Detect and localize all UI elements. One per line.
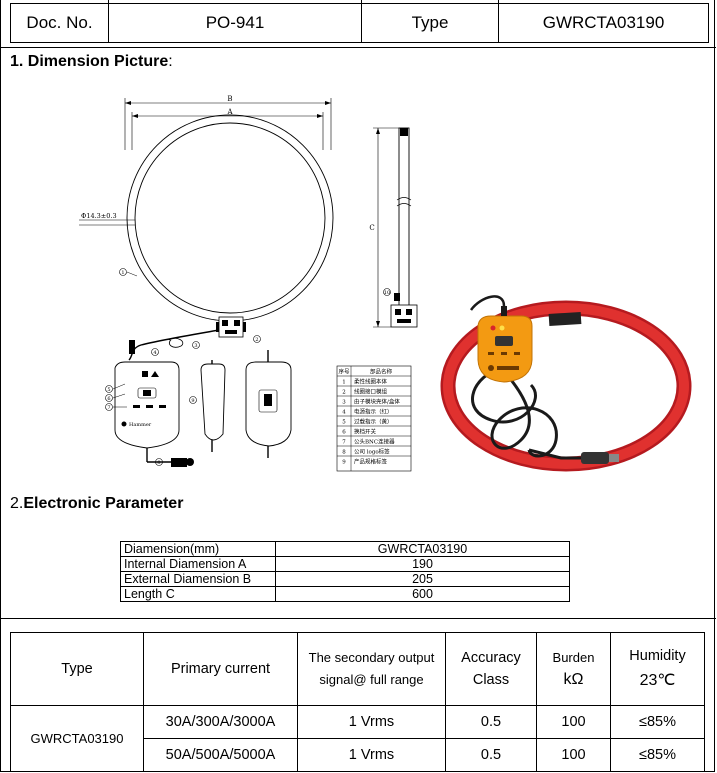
divider: [1, 618, 716, 619]
header-tick: [361, 0, 362, 3]
table-row: GWRCTA03190 30A/300A/3000A 1 Vrms 0.5 10…: [10, 705, 705, 772]
header-tick: [108, 0, 109, 3]
doc-no-label: Doc. No.: [11, 4, 109, 42]
spec-head-accuracy-line2: Class: [472, 672, 510, 688]
table-row: 50A/500A/5000A 1 Vrms 0.5 100 ≤85%: [11, 738, 705, 772]
parts-row-name: 柔性线圈本体: [354, 378, 388, 386]
dim-row-label: Internal Diamension A: [120, 556, 276, 572]
parts-head-name: 部品名称: [370, 368, 393, 376]
spec-secondary: 1 Vrms: [297, 705, 446, 739]
product-photo: [440, 295, 692, 472]
spec-head-humidity-line2: 23℃: [639, 672, 676, 689]
dimension-drawing: B A Φ14.3±0.3 1 2 3 4: [79, 95, 418, 472]
header-tick: [498, 0, 499, 3]
spec-primary: 50A/500A/5000A: [143, 738, 298, 772]
spec-head-secondary-line2: signal@ full range: [319, 672, 424, 687]
spec-type-value: GWRCTA03190: [10, 705, 144, 772]
divider: [1, 47, 716, 48]
spec-accuracy: 0.5: [445, 738, 537, 772]
section-1-colon: :: [168, 53, 173, 70]
callout-7: 7: [107, 405, 110, 411]
type-label: Type: [362, 4, 499, 42]
spec-accuracy: 0.5: [445, 705, 537, 739]
spec-humidity: ≤85%: [610, 738, 705, 772]
parts-row-name: 换档开关: [354, 428, 377, 436]
spec-primary: 30A/300A/3000A: [143, 705, 298, 739]
parts-row-no: 9: [342, 460, 346, 466]
parts-row-name: 线圈接口模组: [354, 388, 388, 396]
parts-row-no: 2: [342, 390, 346, 396]
brand-label: Hammer: [129, 422, 152, 428]
callout-4: 4: [153, 350, 156, 356]
dimension-table: Diamension(mm) GWRCTA03190 Internal Diam…: [120, 541, 570, 602]
callout-8: 8: [157, 460, 160, 466]
dim-row-value: 190: [275, 556, 570, 572]
parts-row-name: 由子模块壳体/盒体: [354, 398, 400, 406]
parts-row-no: 6: [342, 430, 346, 436]
dim-row-label: Length C: [120, 586, 276, 602]
spec-head-type: Type: [10, 632, 144, 706]
callout-5: 5: [107, 387, 110, 393]
parts-row-name: 产品规格标签: [354, 458, 388, 466]
parts-row-no: 4: [342, 410, 346, 416]
section-1-title: 1. Dimension Picture:: [10, 53, 173, 71]
table-row: Length C 600: [120, 586, 570, 602]
section-2-title-text: Electronic Parameter: [23, 495, 184, 512]
spec-head-primary: Primary current: [143, 632, 298, 706]
spec-humidity: ≤85%: [610, 705, 705, 739]
dim-row-label: External Diamension B: [120, 571, 276, 587]
spec-header-row: Type Primary current The secondary outpu…: [10, 632, 705, 706]
spec-secondary: 1 Vrms: [297, 738, 446, 772]
parts-head-no: 序号: [338, 368, 350, 376]
table-row: Diamension(mm) GWRCTA03190: [120, 541, 570, 557]
type-value: GWRCTA03190: [542, 13, 665, 32]
dim-b-label: B: [227, 95, 232, 103]
spec-head-secondary: The secondary output signal@ full range: [297, 632, 446, 706]
header-table: Doc. No. PO-941 Type GWRCTA03190: [10, 3, 709, 43]
dim-header-value: GWRCTA03190: [275, 541, 570, 557]
callout-6: 6: [107, 396, 110, 402]
table-row: Internal Diamension A 190: [120, 556, 570, 572]
spec-burden: 100: [536, 705, 611, 739]
callout-2: 2: [255, 337, 258, 343]
parts-table: 序号 部品名称 1 柔性线圈本体 2 线圈接口模组 3 由子模块壳体/盒体 4 …: [336, 365, 412, 472]
section-2-prefix: 2.: [10, 495, 24, 512]
callout-3: 3: [194, 343, 197, 349]
spec-head-secondary-line1: The secondary output: [308, 650, 435, 665]
spec-table: Type Primary current The secondary outpu…: [10, 632, 705, 772]
dim-a-label: A: [226, 108, 233, 116]
dim-c-label: C: [369, 224, 374, 232]
parts-row-name: 电源指示（红）: [354, 408, 393, 416]
spec-head-burden-line2: kΩ: [563, 670, 584, 688]
spec-head-accuracy-line1: Accuracy: [461, 650, 521, 666]
spec-head-humidity-line1: Humidity: [629, 648, 686, 664]
parts-row-name: 公头BNC连接器: [354, 438, 395, 446]
parts-row-name: 公司 logo标签: [354, 448, 390, 456]
parts-row-no: 7: [342, 440, 346, 446]
spec-head-burden: Burden kΩ: [536, 632, 611, 706]
section-2-title: 2.Electronic Parameter: [10, 495, 183, 513]
table-row: External Diamension B 205: [120, 571, 570, 587]
parts-row-name: 过载指示（黄）: [354, 418, 393, 426]
parts-row-no: 5: [342, 420, 346, 426]
doc-no-value: PO-941: [109, 4, 362, 42]
callout-1: 1: [121, 270, 124, 276]
dim-row-value: 205: [275, 571, 570, 587]
spec-head-burden-line1: Burden: [552, 649, 595, 665]
parts-row-no: 8: [342, 450, 346, 456]
spec-head-humidity: Humidity 23℃: [610, 632, 705, 706]
section-1-title-text: 1. Dimension Picture: [10, 53, 169, 70]
dim-header-label: Diamension(mm): [120, 541, 276, 557]
spec-burden: 100: [536, 738, 611, 772]
callout-9: 9: [191, 398, 194, 404]
callout-10: 10: [384, 290, 390, 296]
parts-row-no: 3: [342, 400, 346, 406]
dim-row-value: 600: [275, 586, 570, 602]
parts-row-no: 1: [342, 380, 346, 386]
cable-diameter-label: Φ14.3±0.3: [81, 212, 117, 220]
